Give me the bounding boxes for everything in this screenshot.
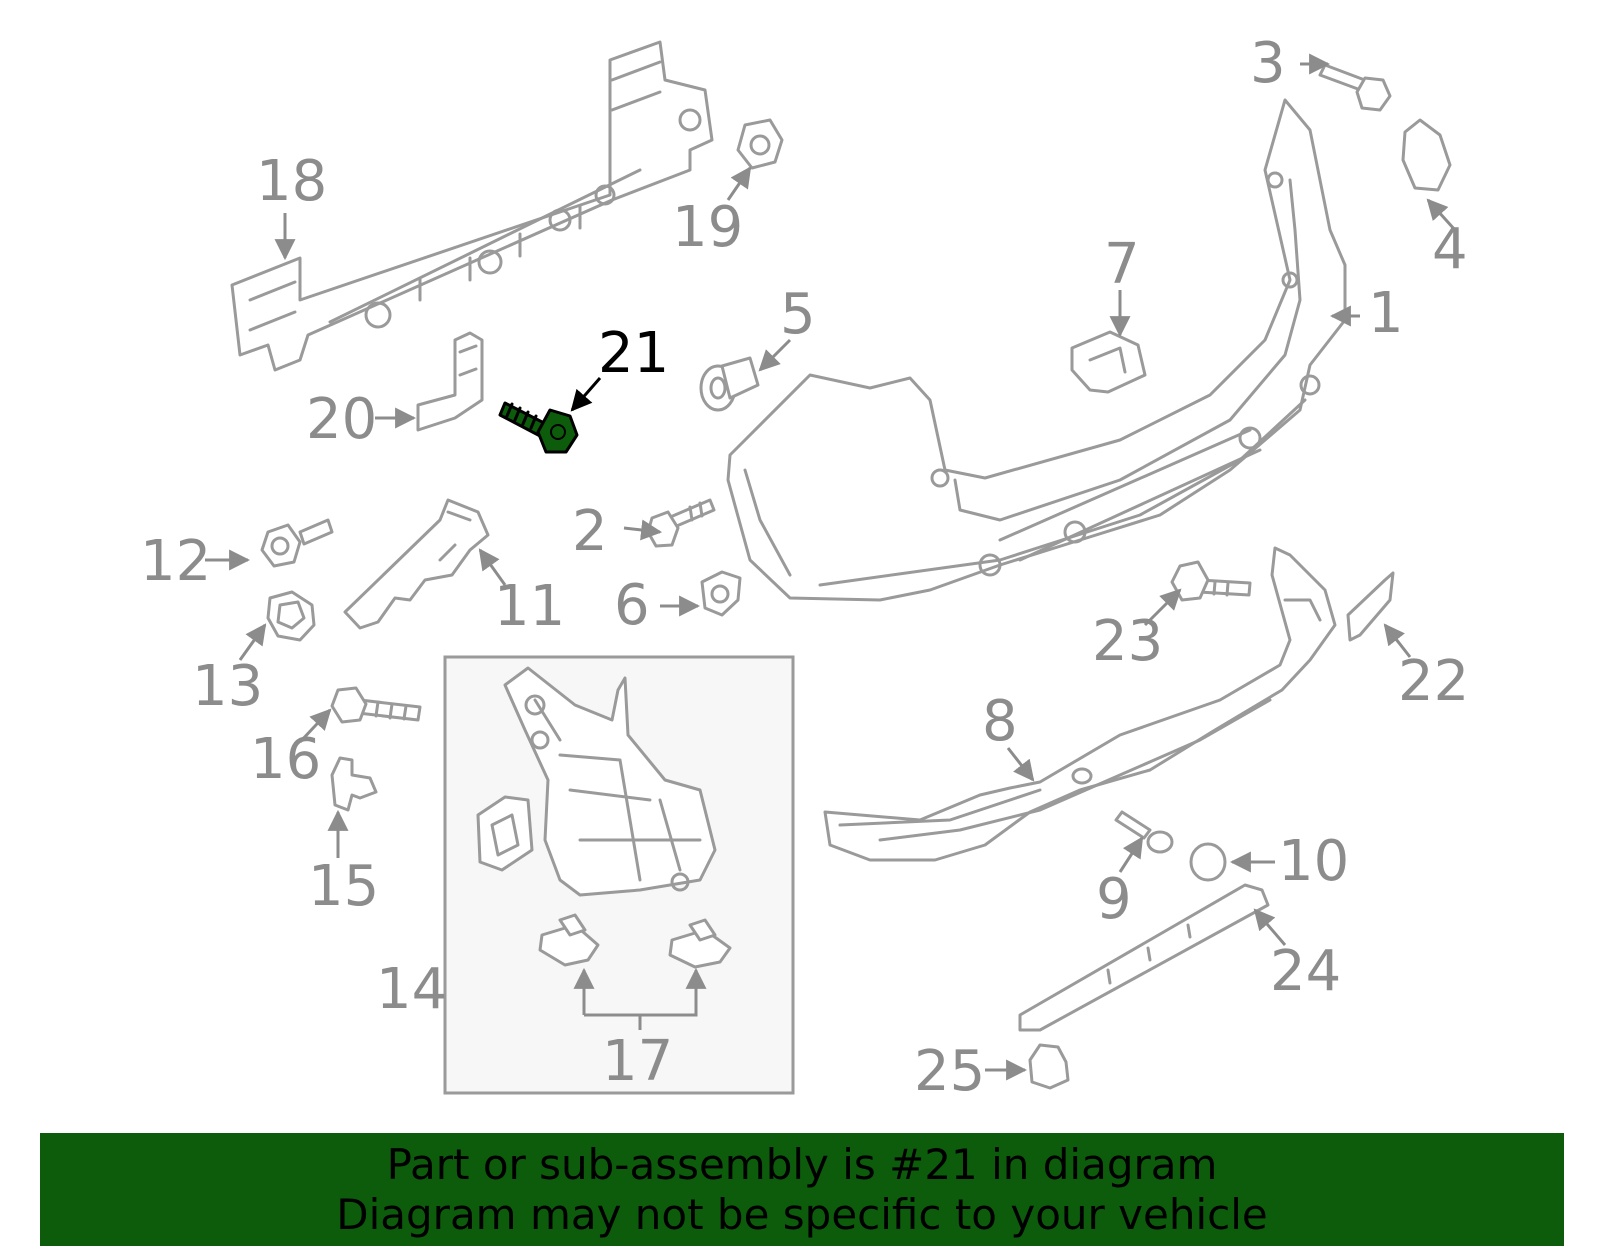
part-9-eye-bolt: [1114, 810, 1174, 854]
part-13-nut: [266, 590, 316, 642]
callout-22: 22: [1398, 649, 1469, 714]
callout-7: 7: [1104, 232, 1140, 297]
part-22-reflector: [1346, 571, 1395, 642]
callout-16: 16: [250, 727, 321, 792]
callout-10: 10: [1278, 829, 1349, 894]
callout-5: 5: [780, 282, 816, 347]
callout-17: 17: [602, 1029, 673, 1094]
part-25-clip: [1028, 1043, 1070, 1090]
part-8-lower-valance: [823, 546, 1337, 862]
part-23-bolt: [1170, 560, 1252, 602]
callout-23: 23: [1092, 609, 1163, 674]
part-1-bumper-cover: [726, 98, 1347, 602]
callout-14: 14: [376, 957, 447, 1022]
part-5-clip: [699, 356, 760, 412]
callout-labels: 1 2 3 4 5 6 7 8 9 10 11 12 13 14 15 16 1…: [140, 31, 1469, 1104]
part-18-bumper-reinforcement: [230, 40, 714, 372]
leader-arrows: [205, 53, 1457, 1081]
part-17-clips: [538, 913, 732, 969]
part-10-cap: [1189, 842, 1227, 882]
callout-18: 18: [256, 149, 327, 214]
part-6-clip-nut: [700, 570, 742, 617]
callout-15: 15: [308, 854, 379, 919]
banner-line-part-info: Part or sub-assembly is #21 in diagram: [386, 1139, 1218, 1189]
part-11-side-bracket: [343, 498, 490, 630]
banner-line-disclaimer: Diagram may not be specific to your vehi…: [336, 1189, 1268, 1239]
callout-24: 24: [1270, 939, 1341, 1004]
part-12-bolt: [260, 518, 334, 568]
callout-11: 11: [494, 574, 565, 639]
part-21-bolt-highlighted: [498, 401, 579, 454]
callout-4: 4: [1432, 217, 1468, 282]
callout-21-highlighted: 21: [598, 321, 669, 386]
callout-19: 19: [672, 195, 743, 260]
callout-2: 2: [572, 499, 608, 564]
callout-3: 3: [1250, 31, 1286, 96]
callout-20: 20: [306, 387, 377, 452]
callout-8: 8: [982, 689, 1018, 754]
part-2-bolt: [646, 498, 716, 548]
part-19-nut: [736, 118, 784, 170]
part-14-inset-box: [443, 655, 795, 1095]
callout-1: 1: [1368, 281, 1404, 346]
callout-9: 9: [1096, 867, 1132, 932]
callout-13: 13: [192, 654, 263, 719]
callout-12: 12: [140, 529, 211, 594]
info-banner: Part or sub-assembly is #21 in diagram D…: [40, 1133, 1564, 1246]
part-4-cap: [1401, 118, 1452, 192]
part-24-strip: [1018, 883, 1270, 1032]
part-15-clip: [330, 756, 378, 812]
part-7-bracket: [1070, 330, 1147, 394]
part-16-bolt: [330, 686, 422, 724]
callout-6: 6: [614, 573, 650, 638]
part-20-bracket: [416, 331, 484, 432]
part-3-bolt: [1318, 63, 1392, 112]
callout-25: 25: [914, 1039, 985, 1104]
